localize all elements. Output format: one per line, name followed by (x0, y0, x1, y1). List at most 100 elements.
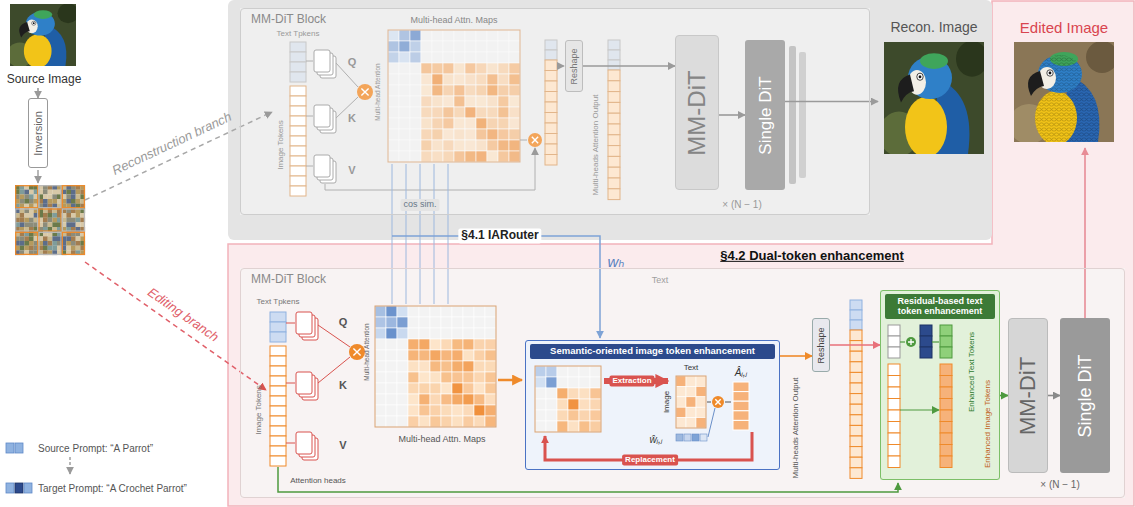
attention-cell (474, 383, 485, 394)
attention-cell (399, 107, 410, 118)
mmdit-block-panel: MM-DiT BlockReshapeMM-DiTSingle DiT (240, 8, 870, 215)
crochet-stitch (1087, 98, 1091, 101)
attention-cell (476, 63, 487, 74)
crochet-stitch (1014, 123, 1018, 126)
crochet-stitch (1059, 93, 1063, 96)
crochet-stitch (1084, 103, 1088, 106)
attention-cell (465, 74, 476, 85)
crochet-stitch (1052, 128, 1056, 131)
crochet-stitch (1082, 118, 1086, 121)
crochet-stitch (1034, 133, 1038, 136)
crochet-stitch (1094, 43, 1098, 46)
attention-cell (432, 52, 443, 63)
attention-cell (419, 372, 430, 383)
token-cell (270, 416, 286, 426)
attention-cell (568, 377, 579, 388)
attention-output-vector (850, 300, 862, 478)
token-cell (608, 70, 620, 81)
attention-cell (399, 129, 410, 140)
attention-cell (590, 366, 601, 377)
crochet-stitch (1104, 113, 1108, 116)
crochet-stitch (1032, 128, 1036, 131)
attention-cell (441, 405, 452, 416)
crochet-stitch (1049, 63, 1053, 66)
latent-patch-outline (39, 186, 61, 208)
crochet-stitch (1077, 98, 1081, 101)
token-cell (850, 457, 862, 468)
crochet-stitch (1032, 118, 1036, 121)
attention-cell (388, 107, 399, 118)
crochet-stitch (1079, 113, 1083, 116)
attention-cell (399, 140, 410, 151)
attention-cell (696, 418, 706, 428)
panel-fill (240, 8, 870, 215)
attention-cell (408, 306, 419, 317)
token-cell (270, 456, 286, 466)
crochet-stitch (1022, 128, 1026, 131)
parrot-beak (1028, 71, 1044, 96)
crochet-stitch (1069, 103, 1073, 106)
attention-cell (498, 63, 509, 74)
attention-cell (498, 96, 509, 107)
weight-symbol: wₕ (608, 254, 625, 271)
crochet-stitch (1072, 98, 1076, 101)
noise-latent (15, 185, 85, 255)
attention-cell (476, 74, 487, 85)
noise-pixel (52, 236, 57, 241)
crochet-stitch (1099, 93, 1103, 96)
attention-cell (546, 388, 557, 399)
attention-cell (410, 129, 421, 140)
latent-patch-outline (39, 232, 61, 254)
crochet-stitch (1034, 113, 1038, 116)
attention-cell (485, 328, 496, 339)
noise-pixel (20, 213, 25, 218)
noise-pixel (20, 194, 25, 199)
qkv-label: V (348, 164, 355, 176)
crochet-stitch (1094, 53, 1098, 56)
crochet-stitch (1109, 133, 1113, 136)
wire (932, 341, 939, 342)
linear-head (314, 105, 330, 127)
attention-cell (485, 416, 496, 427)
connector-arrow (785, 101, 878, 103)
residual-add (906, 337, 916, 347)
parrot-crown (1050, 52, 1078, 66)
token-cell (733, 401, 749, 411)
crochet-stitch (1077, 128, 1081, 131)
attention-cell (487, 107, 498, 118)
crochet-stitch (1074, 113, 1078, 116)
crochet-stitch (1079, 83, 1083, 86)
crochet-stitch (1104, 53, 1108, 56)
latent-patch-outline (62, 232, 84, 254)
editing-branch-arrow (85, 262, 266, 390)
linear-head (314, 50, 330, 72)
output-multiply (528, 133, 542, 147)
crochet-stitch (1034, 63, 1038, 66)
attention-cell (421, 96, 432, 107)
attention-cell (408, 383, 419, 394)
recon-image: Recon. Image (878, 18, 990, 163)
crochet-stitch (1077, 118, 1081, 121)
token-cell (270, 366, 286, 376)
crochet-stitch (1082, 128, 1086, 131)
crochet-stitch (1027, 108, 1031, 111)
arrow-label: Replacement (622, 455, 678, 466)
crochet-stitch (1072, 88, 1076, 91)
attention-cell (579, 388, 590, 399)
token-cell (270, 426, 286, 436)
attention-cell (421, 30, 432, 41)
attention-cell (441, 383, 452, 394)
crochet-stitch (1022, 108, 1026, 111)
attention-cell (452, 394, 463, 405)
crochet-stitch (1014, 73, 1018, 76)
token-cell (290, 166, 306, 176)
noise-pixel (43, 190, 48, 195)
attention-cell (421, 118, 432, 129)
attention-cell (408, 416, 419, 427)
crochet-stitch (1052, 108, 1056, 111)
crochet-stitch (1057, 118, 1061, 121)
router-line (434, 164, 435, 304)
attention-cell (375, 405, 386, 416)
attention-cell (419, 394, 430, 405)
attention-cell (399, 85, 410, 96)
